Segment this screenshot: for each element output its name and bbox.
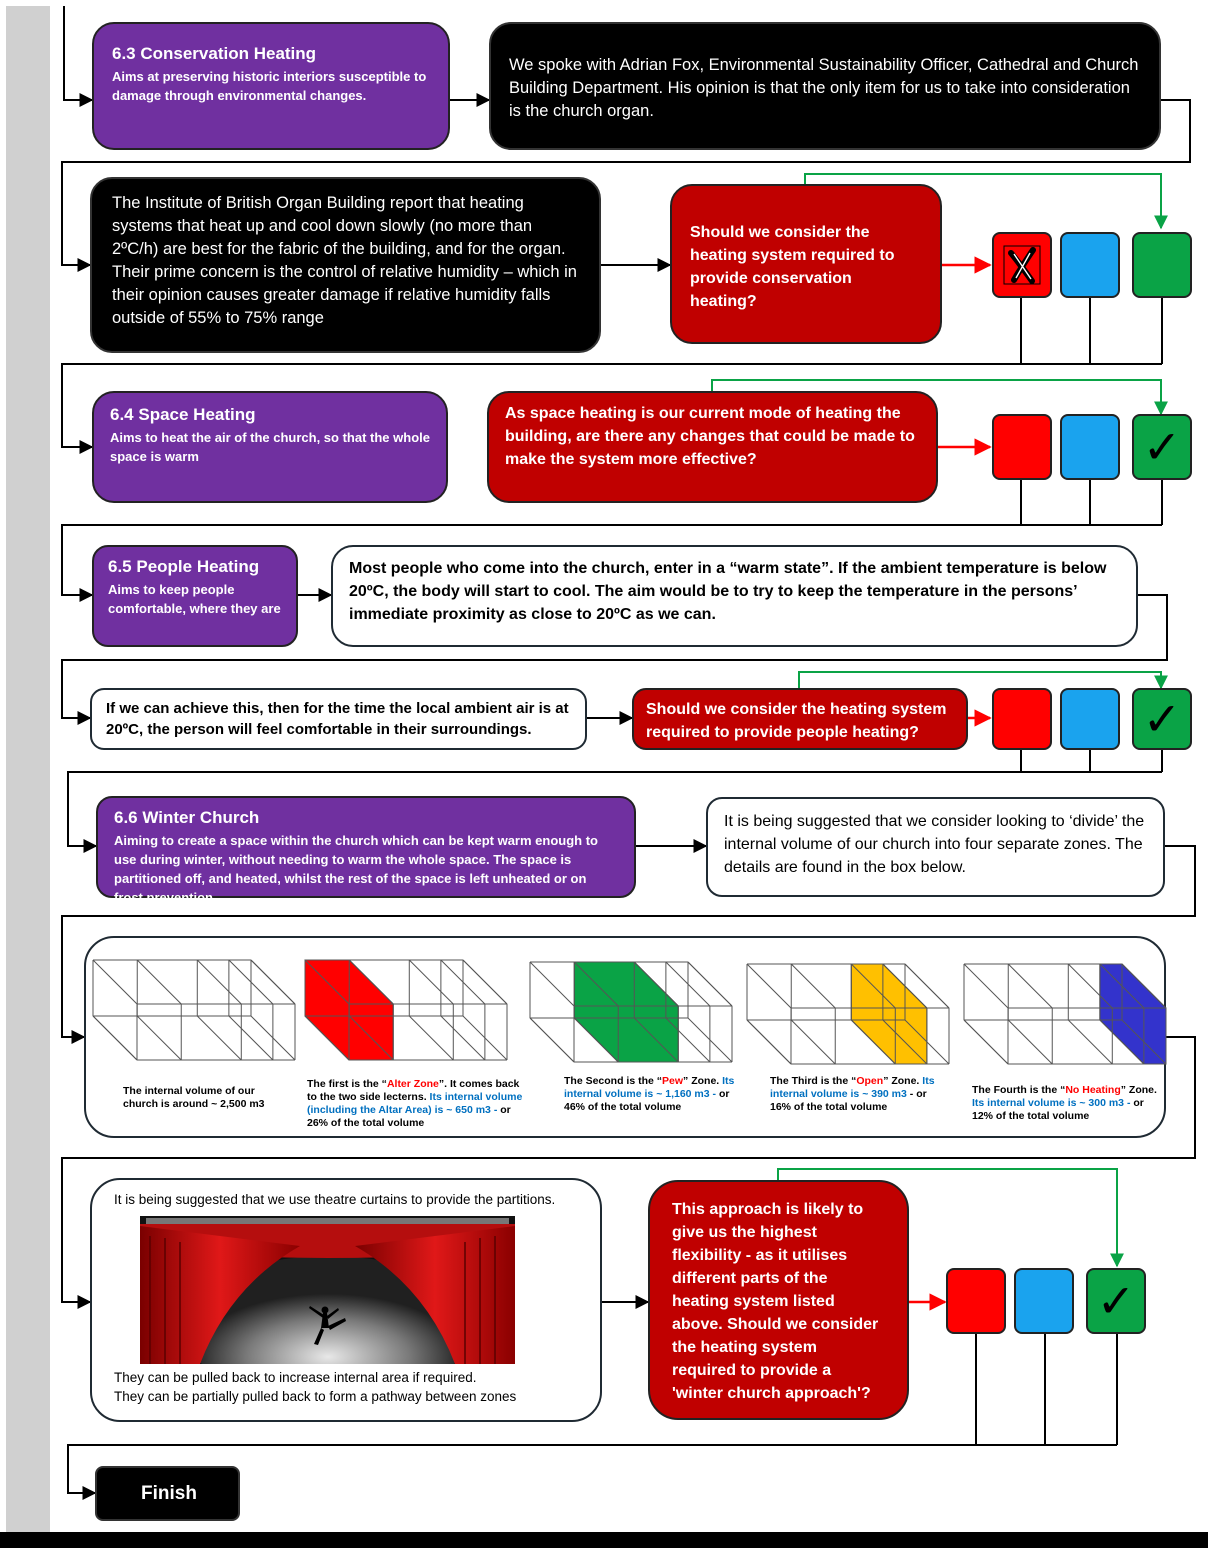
- answer-maybe-square[interactable]: [1060, 688, 1120, 750]
- conservation-heating-box: 6.3 Conservation Heating Aims at preserv…: [92, 22, 450, 150]
- conservation-question: Should we consider the heating system re…: [670, 184, 942, 344]
- answer-yes-square[interactable]: ✓: [1132, 688, 1192, 750]
- space-question: As space heating is our current mode of …: [487, 391, 938, 503]
- organ-building-report: The Institute of British Organ Building …: [90, 177, 601, 353]
- zone-caption-total: The internal volume of our church is aro…: [123, 1085, 265, 1110]
- space-title: 6.4 Space Heating: [110, 405, 256, 424]
- people-question: Should we consider the heating system re…: [632, 688, 968, 750]
- people-note: Most people who come into the church, en…: [331, 545, 1138, 647]
- zone-caption-pew: The Second is the “Pew” Zone. Its intern…: [564, 1075, 735, 1113]
- answer-maybe-square[interactable]: [1014, 1268, 1074, 1334]
- curtains-line-2: They can be partially pulled back to for…: [114, 1389, 517, 1404]
- conservation-question-text: Should we consider the heating system re…: [690, 224, 895, 310]
- adrian-fox-note: We spoke with Adrian Fox, Environmental …: [489, 22, 1161, 150]
- winter-subtitle: Aiming to create a space within the chur…: [114, 833, 598, 905]
- conservation-title: 6.3 Conservation Heating: [112, 44, 317, 63]
- answer-no-square[interactable]: [992, 688, 1052, 750]
- zone-caption-no-heating: The Fourth is the “No Heating” Zone. Its…: [972, 1084, 1157, 1122]
- cross-icon: [1003, 245, 1041, 285]
- space-subtitle: Aims to heat the air of the church, so t…: [110, 430, 430, 464]
- zone-caption-open: The Third is the “Open” Zone. Its intern…: [770, 1075, 935, 1113]
- adrian-fox-note-text: We spoke with Adrian Fox, Environmental …: [509, 56, 1139, 120]
- winter-note-text: It is being suggested that we consider l…: [724, 813, 1145, 876]
- winter-question-text: This approach is likely to give us the h…: [672, 1201, 879, 1402]
- conservation-subtitle: Aims at preserving historic interiors su…: [112, 69, 427, 103]
- zone-caption-altar: The first is the “Alter Zone”. It comes …: [307, 1078, 523, 1129]
- people-subtitle: Aims to keep people comfortable, where t…: [108, 582, 281, 616]
- answer-no-square[interactable]: [992, 414, 1052, 480]
- curtains-intro: It is being suggested that we use theatr…: [114, 1192, 556, 1207]
- checkmark-icon: ✓: [1142, 420, 1182, 474]
- curtains-line-1: They can be pulled back to increase inte…: [114, 1370, 477, 1385]
- people-heating-box: 6.5 People Heating Aims to keep people c…: [92, 545, 298, 647]
- space-heating-box: 6.4 Space Heating Aims to heat the air o…: [92, 391, 448, 503]
- people-note-text: Most people who come into the church, en…: [349, 560, 1107, 623]
- people-followup-text: If we can achieve this, then for the tim…: [106, 700, 569, 738]
- winter-question: This approach is likely to give us the h…: [648, 1180, 909, 1420]
- theatre-curtain-image: [140, 1216, 515, 1364]
- checkmark-icon: ✓: [1096, 1274, 1136, 1328]
- bottom-band: [0, 1532, 1208, 1548]
- winter-note: It is being suggested that we consider l…: [706, 797, 1165, 897]
- answer-maybe-square[interactable]: [1060, 232, 1120, 298]
- checkmark-icon: ✓: [1142, 692, 1182, 746]
- answer-yes-square[interactable]: ✓: [1132, 414, 1192, 480]
- people-followup: If we can achieve this, then for the tim…: [90, 688, 587, 750]
- finish-button[interactable]: Finish: [95, 1466, 240, 1521]
- side-bar: [6, 6, 50, 1532]
- organ-building-report-text: The Institute of British Organ Building …: [112, 194, 577, 327]
- people-title: 6.5 People Heating: [108, 557, 260, 576]
- answer-yes-square[interactable]: ✓: [1086, 1268, 1146, 1334]
- space-question-text: As space heating is our current mode of …: [505, 405, 915, 468]
- finish-label: Finish: [141, 1482, 197, 1504]
- answer-no-square[interactable]: [946, 1268, 1006, 1334]
- winter-title: 6.6 Winter Church: [114, 808, 260, 827]
- people-question-text: Should we consider the heating system re…: [646, 701, 947, 741]
- winter-church-box: 6.6 Winter Church Aiming to create a spa…: [96, 796, 636, 905]
- answer-yes-square[interactable]: [1132, 232, 1192, 298]
- answer-maybe-square[interactable]: [1060, 414, 1120, 480]
- answer-no-square[interactable]: [992, 232, 1052, 298]
